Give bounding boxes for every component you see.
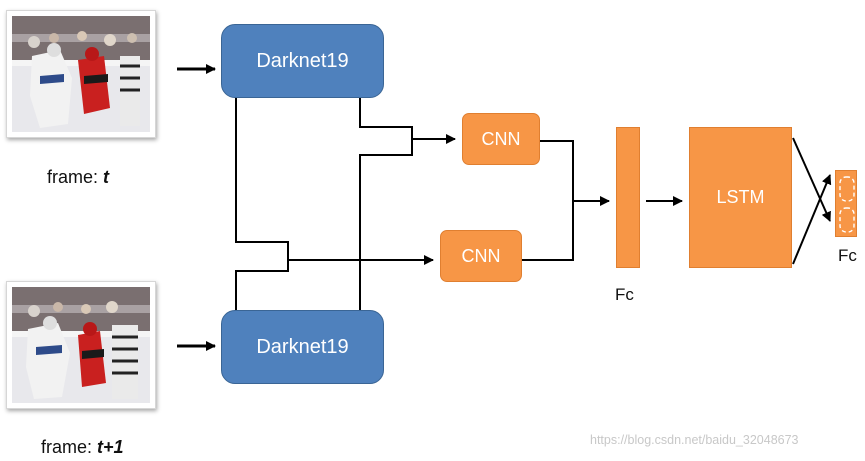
hockey-scene-image (12, 287, 150, 403)
frame-t1-thumbnail (6, 281, 156, 409)
path-bottom-darknet-left-to-cnn (235, 255, 434, 310)
path-cnn-top-to-merge (540, 140, 574, 201)
arrow-lstm-cross-down (792, 137, 831, 222)
frame-t-caption: frame: t (47, 167, 109, 188)
darknet19-top-node: Darknet19 (221, 24, 384, 98)
lstm-node: LSTM (689, 127, 792, 268)
fc-output-dashed-units (839, 176, 855, 233)
lstm-label: LSTM (716, 187, 765, 207)
frame-t1-caption-var: t+1 (97, 437, 124, 457)
cnn-top-label: CNN (481, 128, 521, 149)
path-bottom-darknet-right-up (359, 139, 413, 310)
watermark-url: https://blog.csdn.net/baidu_32048673 (590, 433, 799, 447)
hockey-scene-image (12, 16, 150, 132)
frame-t1-caption: frame: t+1 (41, 437, 124, 458)
path-cnn-bottom-to-merge (522, 201, 574, 261)
fc-output-node (835, 170, 857, 237)
darknet19-bottom-node: Darknet19 (221, 310, 384, 384)
fc-output-label: Fc (838, 246, 857, 265)
cnn-bottom-node: CNN (440, 230, 522, 282)
darknet19-bottom-label: Darknet19 (256, 335, 349, 358)
frame-t1-caption-prefix: frame: (41, 437, 98, 457)
arrow-lstm-cross-up (792, 174, 832, 265)
fc-bar-label: Fc (615, 285, 634, 304)
frame-t-thumbnail (6, 10, 156, 138)
frame-t-caption-prefix: frame: (47, 167, 104, 187)
cnn-top-node: CNN (462, 113, 540, 165)
frame-t-caption-var: t (103, 167, 110, 187)
path-top-darknet-left-down (235, 98, 289, 260)
cnn-bottom-label: CNN (461, 245, 501, 266)
path-top-darknet-right-to-cnn (359, 98, 456, 144)
fc-bar-node (616, 127, 640, 268)
darknet19-top-label: Darknet19 (256, 49, 349, 72)
